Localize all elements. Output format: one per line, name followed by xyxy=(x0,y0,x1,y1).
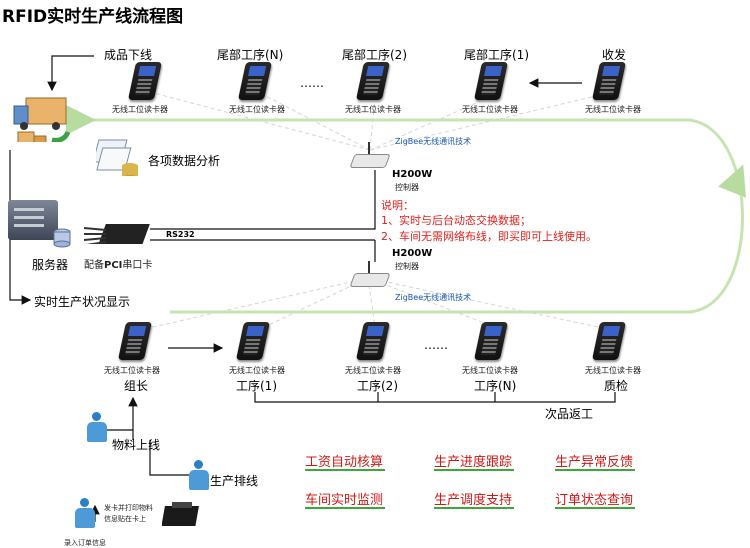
label-leader: 组长 xyxy=(124,379,149,393)
label-pci: 配备PCI串口卡 xyxy=(84,260,153,271)
reader-label: 无线工位读卡器 xyxy=(104,366,160,375)
worker-icon xyxy=(82,412,112,446)
worker-icon xyxy=(184,460,214,494)
feature-underline xyxy=(305,507,385,509)
feature-item: 生产异常反馈 xyxy=(555,455,634,470)
arrow-schedule xyxy=(149,440,190,476)
label-tail-2: 尾部工序(2) xyxy=(342,48,407,62)
feature-item: 工资自动核算 xyxy=(305,455,384,470)
label-print-card-1: 发卡并打印物料 xyxy=(104,504,153,512)
label-send-receive: 收发 xyxy=(602,48,627,62)
card-printer-icon xyxy=(162,502,199,526)
label-print-card-2: 信息贴在卡上 xyxy=(104,515,146,523)
feature-item: 车间实时监测 xyxy=(305,493,384,508)
rs232-line xyxy=(150,170,376,230)
reader-icon xyxy=(237,62,274,102)
ellipsis-top: …… xyxy=(300,76,324,90)
note-line-2: 2、车间无需网络布线，即买即可上线使用。 xyxy=(381,230,597,243)
reader-icon xyxy=(355,322,392,362)
controller-icon xyxy=(349,261,391,287)
label-tail-n: 尾部工序(N) xyxy=(217,48,284,62)
label-process-2: 工序(2) xyxy=(357,379,398,393)
controller-model: H200W xyxy=(392,169,433,180)
label-server: 服务器 xyxy=(32,258,69,272)
documents-icon xyxy=(96,139,138,176)
feature-underline xyxy=(305,469,385,471)
note-line-1: 1、实时与后台动态交换数据； xyxy=(381,214,531,227)
reader-icon xyxy=(591,322,628,362)
feature-item: 生产调度支持 xyxy=(434,493,513,508)
page-title: RFID实时生产线流程图 xyxy=(2,7,184,27)
rework-bracket xyxy=(254,392,616,403)
controller-name: 控制器 xyxy=(395,183,419,192)
reader-label: 无线工位读卡器 xyxy=(345,105,401,114)
zigbee-label: ZigBee无线通讯技术 xyxy=(395,137,472,146)
controller-model: H200W xyxy=(392,248,433,259)
feature-underline xyxy=(434,507,514,509)
label-qc: 质检 xyxy=(604,379,629,393)
reader-icon xyxy=(127,62,164,102)
pci-card-icon xyxy=(83,224,150,244)
computer-user-icon xyxy=(70,498,100,532)
radio-lines-top xyxy=(149,91,613,151)
loop-line xyxy=(66,105,744,314)
label-process-1: 工序(1) xyxy=(236,379,277,393)
note-heading: 说明： xyxy=(381,199,414,212)
server-icon xyxy=(8,200,60,246)
reader-label: 无线工位读卡器 xyxy=(112,105,168,114)
label-tail-1: 尾部工序(1) xyxy=(464,48,529,62)
feature-underline xyxy=(555,469,635,471)
label-schedule: 生产排线 xyxy=(210,474,259,488)
feature-underline xyxy=(555,507,635,509)
reader-label: 无线工位读卡器 xyxy=(229,366,285,375)
reader-label: 无线工位读卡器 xyxy=(229,105,285,114)
feature-underline xyxy=(434,469,514,471)
label-finished: 成品下线 xyxy=(104,48,153,62)
controller-name: 控制器 xyxy=(395,262,419,271)
truck-icon xyxy=(13,97,71,142)
label-realtime: 实时生产状况显示 xyxy=(34,295,131,309)
label-rs232: RS232 xyxy=(166,230,195,239)
reader-icon xyxy=(117,322,154,362)
arrow-finished xyxy=(47,55,94,92)
label-rework: 次品返工 xyxy=(545,407,594,421)
zigbee-label: ZigBee无线通讯技术 xyxy=(395,293,472,302)
reader-icon xyxy=(591,62,628,102)
reader-icon xyxy=(355,62,392,102)
label-order-input: 录入订单信息 xyxy=(64,539,106,547)
label-analysis: 各项数据分析 xyxy=(148,154,221,168)
reader-icon xyxy=(235,322,272,362)
reader-icon xyxy=(473,322,510,362)
reader-label: 无线工位读卡器 xyxy=(462,105,518,114)
label-process-n: 工序(N) xyxy=(474,379,517,393)
label-material: 物料上线 xyxy=(112,438,161,452)
reader-label: 无线工位读卡器 xyxy=(585,105,641,114)
loop-arrow xyxy=(718,164,747,198)
database-icon xyxy=(53,228,71,248)
ellipsis-bottom: …… xyxy=(424,338,448,352)
reader-label: 无线工位读卡器 xyxy=(585,366,641,375)
reader-icon xyxy=(473,62,510,102)
reader-label: 无线工位读卡器 xyxy=(462,366,518,375)
reader-label: 无线工位读卡器 xyxy=(345,366,401,375)
feature-item: 生产进度跟踪 xyxy=(434,455,513,470)
controller-icon xyxy=(349,142,391,168)
feature-item: 订单状态查询 xyxy=(555,493,634,508)
